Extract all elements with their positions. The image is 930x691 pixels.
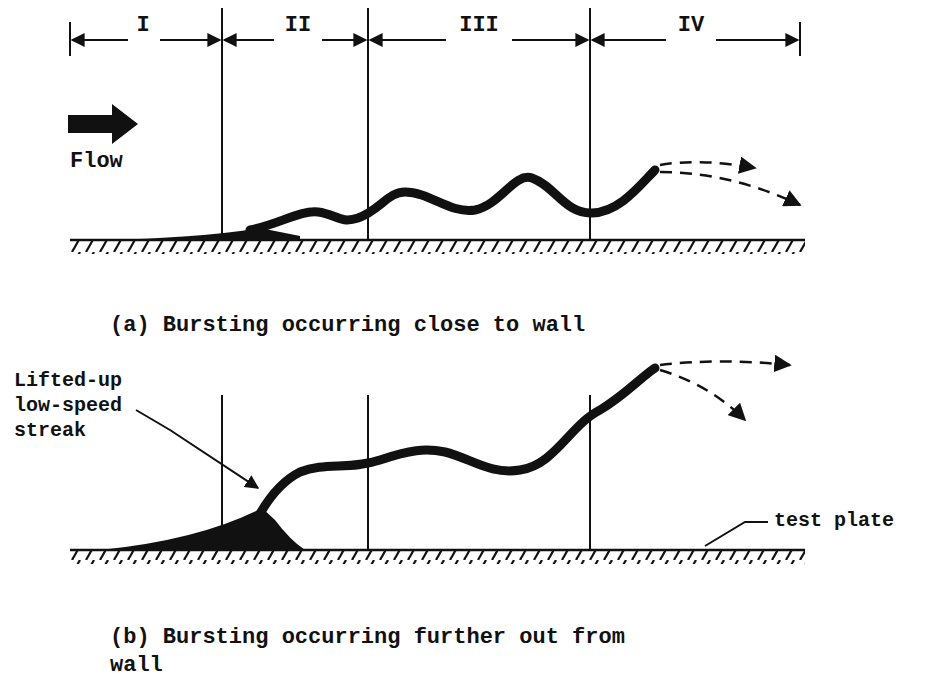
panel-caption: (a) Bursting occurring close to wall — [110, 312, 830, 340]
region-numeral: IV — [678, 12, 704, 40]
flow-label: Flow — [70, 148, 123, 176]
dye-streak — [100, 162, 800, 240]
wall — [70, 240, 805, 564]
panel-caption: (b) Bursting occurring further out from … — [110, 624, 670, 679]
region-numeral: III — [459, 12, 499, 40]
flow-arrow — [68, 104, 138, 144]
region-numeral: I — [136, 12, 149, 40]
dye-streak — [100, 362, 790, 551]
callout-label: Lifted-up low-speed streak — [14, 368, 139, 443]
region-numeral: II — [285, 12, 311, 40]
callout-label: test plate — [774, 508, 924, 533]
leader-line — [136, 410, 768, 546]
